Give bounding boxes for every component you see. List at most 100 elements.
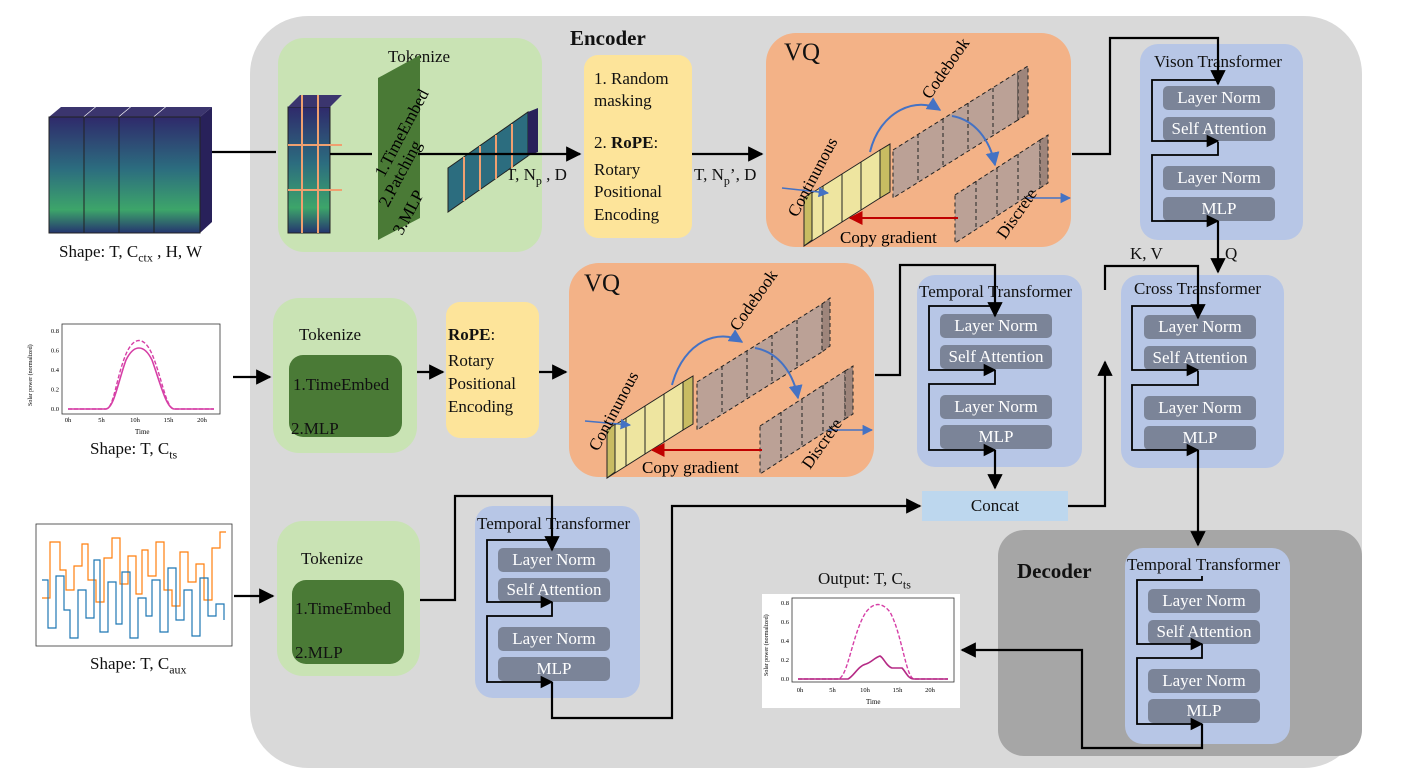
kv-label: K, V (1130, 244, 1163, 263)
copy-gradient-mid: Copy gradient (642, 458, 739, 477)
ts-actual-line (68, 347, 214, 410)
codebook-top (892, 65, 1029, 199)
x-tick-label: 15h (164, 417, 175, 424)
tokenize-top-steps (378, 55, 420, 240)
aux-series-blue (42, 559, 225, 639)
ct-mlp: MLP (1144, 426, 1256, 450)
y-tick-label: 0.4 (781, 638, 790, 645)
temporal-transformer-dec-title: Temporal Transformer (1127, 555, 1281, 574)
codebook-top-label: Codebook (918, 34, 974, 103)
masking-line6: Encoding (594, 205, 660, 224)
x-tick-label: 10h (860, 687, 871, 694)
continuous-tokens-mid (606, 375, 694, 479)
codebook-mid (696, 297, 831, 431)
tokenize-mid-step1: 1.TimeEmbed (293, 375, 390, 394)
continuous-tokens-top (803, 143, 891, 247)
y-tick-label: 0.8 (781, 600, 789, 607)
codebook-mid-label: Codebook (726, 266, 782, 335)
encoder-title: Encoder (570, 26, 646, 50)
vit-layer-norm-2: Layer Norm (1163, 166, 1275, 190)
y-tick-label: 0.0 (51, 406, 59, 413)
aux-shape-label: Shape: T, Caux (90, 654, 187, 677)
masking-line1: 1. Random (594, 69, 669, 88)
masked-dim-label: T, Np’, D (694, 165, 757, 188)
patch-source-image (287, 106, 331, 234)
x-tick-label: 10h (130, 417, 141, 424)
satellite-shape-label: Shape: T, Cctx , H, W (59, 242, 203, 265)
patch-dim-label: T, Np , D (506, 165, 567, 188)
masking-line5: Positional (594, 182, 663, 201)
concat-box: Concat (922, 491, 1068, 521)
aux-plot-frame (35, 523, 233, 647)
vit-layer-norm-1: Layer Norm (1163, 86, 1275, 110)
y-tick-label: 0.4 (51, 367, 60, 374)
aux-series-orange (42, 531, 226, 607)
x-tick-label: 20h (197, 417, 208, 424)
tt-dec-mlp: MLP (1148, 699, 1260, 723)
vq-mid-graphics: Copy gradient Codebook Continunous Discr… (585, 266, 874, 479)
y-tick-label: 0.6 (51, 348, 60, 355)
ct-layer-norm-2: Layer Norm (1144, 396, 1256, 420)
out-actual-line (798, 603, 948, 680)
tt-dec-layer-norm-2: Layer Norm (1148, 669, 1260, 693)
discrete-tokens-top (954, 134, 1049, 244)
vq-mid-title: VQ (584, 270, 621, 297)
satellite-frame-2 (83, 107, 130, 234)
tokenize-top-graphics: 1.TimeEmbed 2.Patching 3.MLP (287, 55, 538, 240)
out-pred-line (798, 655, 948, 680)
q-label: Q (1225, 244, 1238, 263)
ct-self-attention: Self Attention (1144, 346, 1256, 370)
aux-input-chart (30, 520, 234, 650)
satellite-stack (48, 107, 212, 234)
out-plot-frame (791, 597, 955, 683)
x-tick-label: 5h (98, 417, 105, 424)
y-tick-label: 0.6 (781, 619, 790, 626)
ts-xlabel: Time (135, 428, 150, 436)
ts-ylabel: Solar power (normalized) (27, 344, 34, 406)
ts-shape-label: Shape: T, Cts (90, 439, 178, 462)
tt-mid-layer-norm-2: Layer Norm (940, 395, 1052, 419)
tt-bot-self-attention: Self Attention (498, 578, 610, 602)
decoder-title: Decoder (1017, 559, 1092, 583)
tokenize-mid-steps (289, 355, 402, 437)
tokenize-bot-step1: 1.TimeEmbed (295, 599, 392, 618)
copy-gradient-top: Copy gradient (840, 228, 937, 247)
ts-plot-frame (61, 323, 221, 415)
rope-box (446, 302, 539, 438)
patch-grid (288, 95, 342, 233)
masking-line2: masking (594, 91, 652, 110)
tt-dec-self-attention: Self Attention (1148, 620, 1260, 644)
flow-arrows (212, 36, 1226, 750)
tokenize-bot-step2: 2.MLP (295, 643, 343, 662)
rope-line4: Encoding (448, 397, 514, 416)
tokenize-mid-title: Tokenize (299, 325, 362, 344)
x-tick-label: 20h (925, 687, 936, 694)
y-tick-label: 0.8 (51, 328, 59, 335)
y-tick-label: 0.0 (781, 676, 789, 683)
discrete-tokens-mid (759, 365, 854, 475)
temporal-transformer-bot-title: Temporal Transformer (477, 514, 631, 533)
output-title: Output: T, Cts (818, 569, 911, 592)
vq-top-graphics: Copy gradient Codebook Continunous Discr… (781, 34, 1072, 247)
tt-dec-layer-norm-1: Layer Norm (1148, 589, 1260, 613)
y-tick-label: 0.2 (51, 387, 59, 394)
x-tick-label: 15h (893, 687, 904, 694)
tokenize-mid-step2: 2.MLP (291, 419, 339, 438)
satellite-frame-4 (153, 107, 212, 234)
masking-box (584, 55, 692, 238)
masking-rope: 2. RoPE: (594, 133, 659, 152)
x-tick-label: 0h (797, 687, 804, 694)
out-xlabel: Time (866, 698, 881, 706)
masking-line4: Rotary (594, 160, 641, 179)
y-tick-label: 0.2 (781, 657, 789, 664)
tt-bot-mlp: MLP (498, 657, 610, 681)
rope-title: RoPE: (448, 325, 496, 344)
ts-forecast-line (68, 339, 214, 410)
tokenize-bot-steps (292, 580, 404, 664)
satellite-frame-3 (118, 107, 165, 234)
out-ylabel: Solar power (normalized) (763, 614, 770, 676)
vq-top-title: VQ (784, 39, 821, 66)
